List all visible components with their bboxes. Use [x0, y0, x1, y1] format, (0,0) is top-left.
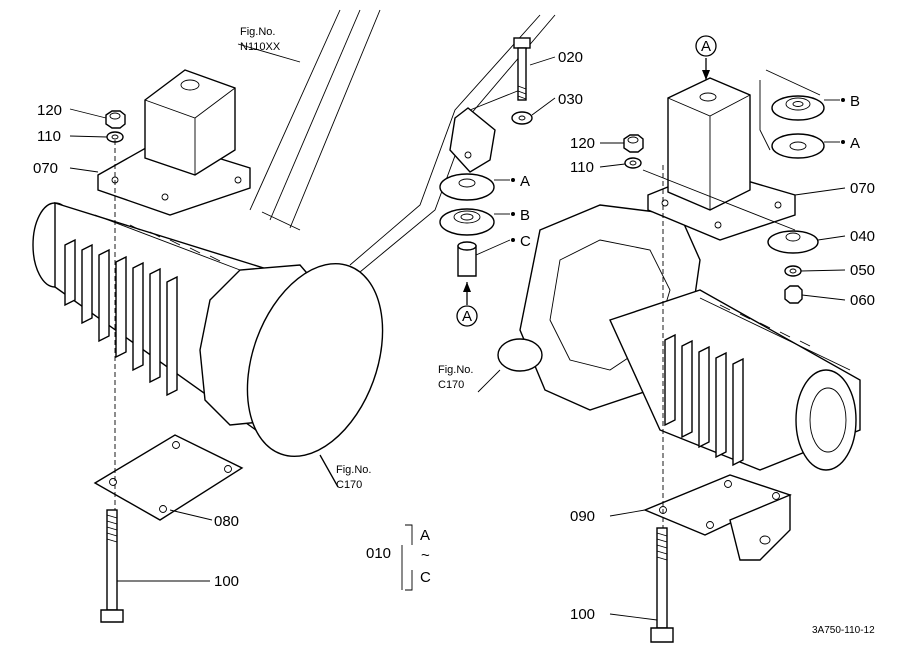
left-engine-assembly: [32, 69, 384, 623]
cooling-fins-left: [64, 214, 241, 397]
cooling-fins-right: [664, 297, 851, 467]
callout-110-right: 110: [570, 159, 594, 176]
cushion-B-right: [771, 95, 825, 121]
drawing-code: 3A750-110-12: [812, 625, 875, 636]
circle-marker-A-bottom: [456, 305, 478, 327]
letter-C-collar: C: [520, 233, 531, 250]
washer-050: [784, 265, 802, 277]
callout-020: 020: [558, 49, 583, 66]
letter-A-right: A: [850, 135, 860, 152]
callout-120-left: 120: [37, 102, 62, 119]
nut-120-right: [623, 134, 644, 153]
callout-070-left: 070: [33, 160, 58, 177]
fig-ref-right-code: C170: [438, 379, 464, 391]
callout-040: 040: [850, 228, 875, 245]
letter-A-top: A: [701, 38, 711, 55]
letter-B-cushion: B: [520, 207, 530, 224]
callout-050: 050: [850, 262, 875, 279]
bolt-020: [513, 37, 531, 101]
fig-ref-right-title: Fig.No.: [438, 364, 473, 376]
cushion-A-right: [771, 133, 825, 159]
leader-lines: [69, 43, 846, 621]
cushion-A: [439, 173, 495, 201]
letter-A-bottom: A: [462, 308, 472, 325]
center-mount-parts: [439, 37, 533, 305]
chassis-frame-lines: [249, 9, 556, 273]
nut-060: [784, 285, 803, 304]
mount-bracket-070-left: [97, 69, 251, 216]
callout-100-left: 100: [214, 573, 239, 590]
callout-010: 010: [366, 545, 391, 562]
range-tilde: ~: [421, 547, 430, 564]
range-end-C: C: [420, 569, 431, 586]
fig-ref-left-code: C170: [336, 479, 362, 491]
letter-A-cushion: A: [520, 173, 530, 190]
letter-B-right: B: [850, 93, 860, 110]
nut-120-left: [105, 110, 126, 129]
circle-marker-A-top: [695, 35, 717, 57]
callout-060: 060: [850, 292, 875, 309]
callout-110-left: 110: [37, 128, 61, 145]
bolt-100-left: [100, 509, 124, 623]
callout-120-right: 120: [570, 135, 595, 152]
fig-ref-left-title: Fig.No.: [336, 464, 371, 476]
washer-030: [511, 111, 533, 125]
cushion-B: [439, 208, 495, 236]
callout-070-right: 070: [850, 180, 875, 197]
range-start-A: A: [420, 527, 430, 544]
washer-040: [767, 230, 819, 254]
callout-100-right: 100: [570, 606, 595, 623]
labels: Fig.No. N110XX Fig.No. C170 Fig.No. C170…: [33, 26, 875, 636]
fig-ref-top-code: N110XX: [240, 41, 281, 53]
mount-bracket-070-right: [647, 77, 796, 241]
callout-090: 090: [570, 508, 595, 525]
fig-ref-top-title: Fig.No.: [240, 26, 275, 38]
collar-C: [457, 241, 477, 277]
callout-080: 080: [214, 513, 239, 530]
mount-plate-080: [93, 434, 244, 521]
callout-030: 030: [558, 91, 583, 108]
right-engine-assembly: [497, 58, 861, 643]
washer-110-right: [624, 157, 642, 169]
mount-plate-090: [643, 474, 792, 561]
bolt-100-right: [650, 527, 674, 643]
